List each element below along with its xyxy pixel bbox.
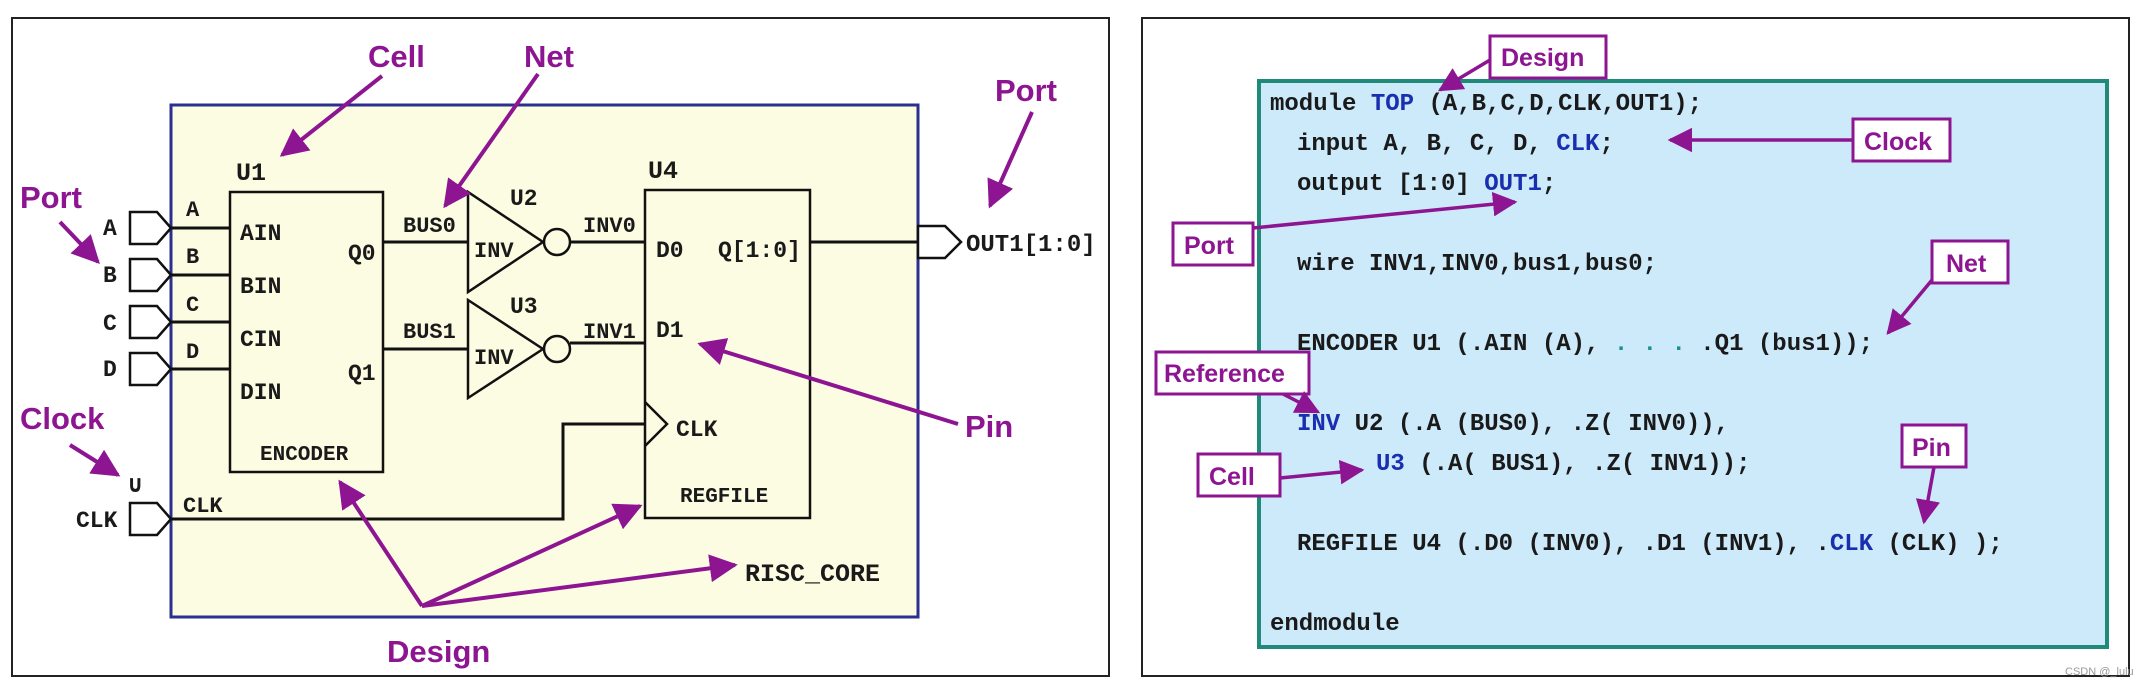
code-callout-reference: Reference <box>1164 360 1285 388</box>
pin-q0: Q0 <box>348 241 376 267</box>
input-wires <box>171 226 645 521</box>
port-clk-label: CLK <box>76 508 118 534</box>
cell-u2-label: U2 <box>510 186 538 212</box>
code-callout-port: Port <box>1184 232 1235 260</box>
clock-pin-triangle <box>644 401 669 447</box>
pin-bin: BIN <box>240 274 281 300</box>
port-out1-label: OUT1[1:0] <box>966 232 1096 259</box>
regfile-label: REGFILE <box>680 486 768 509</box>
code-line-2: input A, B, C, D, CLK; <box>1297 131 1614 158</box>
net-bus1-label: BUS1 <box>403 320 456 345</box>
pin-q1: Q1 <box>348 361 376 387</box>
schematic-panel: U1 AIN BIN CIN DIN Q0 Q1 ENCODER U4 D0 Q… <box>11 17 1110 677</box>
watermark: CSDN @_lulu <box>2065 666 2134 678</box>
code-line-9: endmodule <box>1270 611 1400 638</box>
net-b-label: B <box>186 245 199 270</box>
code-line-5: ENCODER U1 (.AIN (A), . . . .Q1 (bus1)); <box>1297 331 1873 358</box>
net-a-label: A <box>186 198 200 223</box>
net-bus0-label: BUS0 <box>403 214 456 239</box>
code-callout-pin: Pin <box>1912 434 1951 462</box>
port-b-label: B <box>103 263 117 289</box>
net-d-label: D <box>186 340 199 365</box>
pin-d1: D1 <box>656 318 684 344</box>
encoder-block <box>228 190 385 474</box>
callout-clock: Clock <box>20 401 105 436</box>
code-callout-boxes <box>1154 34 2010 498</box>
callout-cell: Cell <box>368 39 425 74</box>
callout-design: Design <box>387 634 490 669</box>
pin-cin: CIN <box>240 327 281 353</box>
input-ports <box>128 210 173 537</box>
verilog-code: module TOP (A,B,C,D,CLK,OUT1); input A, … <box>1270 91 2003 638</box>
code-panel: module TOP (A,B,C,D,CLK,OUT1); input A, … <box>1141 17 2134 678</box>
code-callout-cell: Cell <box>1209 463 1255 491</box>
cell-u4-label: U4 <box>648 157 678 186</box>
port-d-label: D <box>103 357 117 383</box>
pin-din: DIN <box>240 380 281 406</box>
cell-u1-label: U1 <box>236 159 266 188</box>
net-c-label: C <box>186 293 199 318</box>
net-inv0-label: INV0 <box>583 214 636 239</box>
code-box <box>1257 79 2109 649</box>
callout-port-left: Port <box>20 180 82 215</box>
port-a-label: A <box>103 216 117 242</box>
risc-core-label: RISC_CORE <box>745 560 880 589</box>
code-line-4: wire INV1,INV0,bus1,bus0; <box>1297 251 1657 278</box>
code-callout-net: Net <box>1946 250 1987 278</box>
net-inv1-label: INV1 <box>583 320 636 345</box>
inv-u2-label: INV <box>474 239 514 264</box>
port-c-label: C <box>103 311 117 337</box>
cell-u3-label: U3 <box>510 294 538 320</box>
internal-wires <box>383 240 918 351</box>
callout-port-right: Port <box>995 73 1057 108</box>
code-line-1: module TOP (A,B,C,D,CLK,OUT1); <box>1270 91 1702 118</box>
pin-ain: AIN <box>240 221 281 247</box>
encoder-label: ENCODER <box>260 444 349 467</box>
clock-waveform-icon: ∪ <box>128 473 142 500</box>
code-line-3: output [1:0] OUT1; <box>1297 171 1556 198</box>
code-callout-arrows <box>1252 58 1940 525</box>
pin-d0: D0 <box>656 238 684 264</box>
pin-q-bus: Q[1:0] <box>718 238 801 264</box>
net-clk-label: CLK <box>183 494 223 519</box>
code-line-8: REGFILE U4 (.D0 (INV0), .D1 (INV1), .CLK… <box>1297 531 2003 558</box>
code-line-6: INV U2 (.A (BUS0), .Z( INV0)), <box>1297 411 1729 438</box>
callout-net: Net <box>524 39 574 74</box>
callout-pin: Pin <box>965 409 1013 444</box>
code-callout-design: Design <box>1501 44 1584 72</box>
callout-arrows <box>58 72 1034 608</box>
inv-u3-label: INV <box>474 346 514 371</box>
code-line-7: U3 (.A( BUS1), .Z( INV1)); <box>1376 451 1750 478</box>
pin-clk: CLK <box>676 417 718 443</box>
output-port <box>916 224 963 260</box>
code-callout-clock: Clock <box>1864 128 1932 156</box>
